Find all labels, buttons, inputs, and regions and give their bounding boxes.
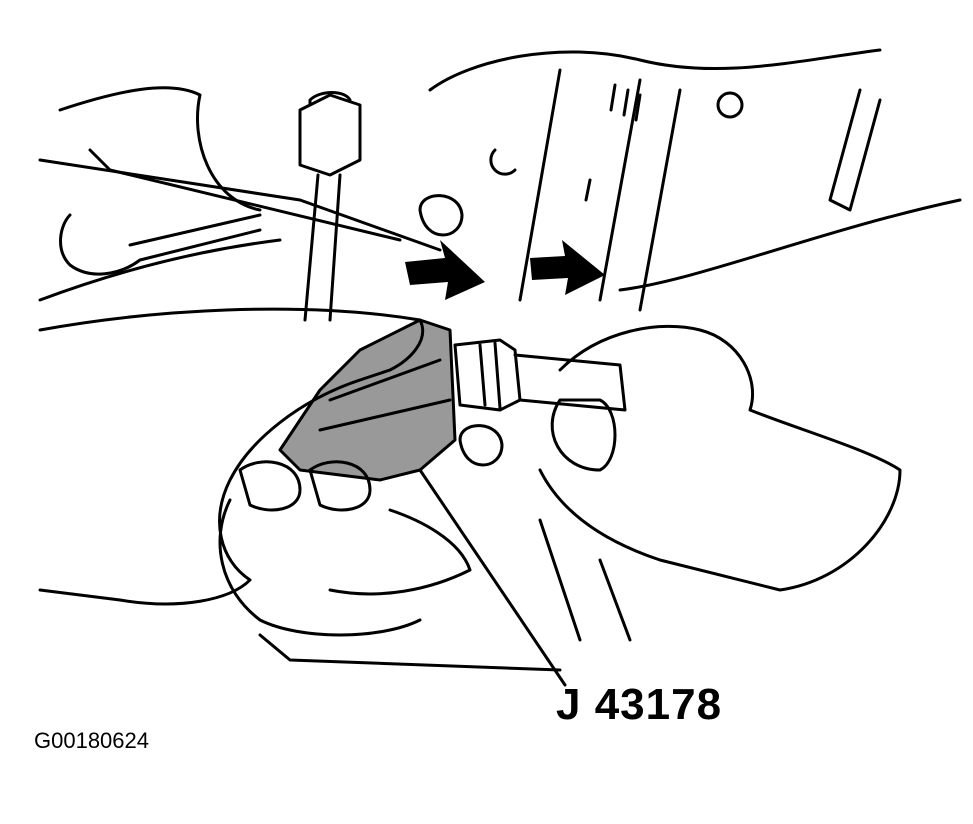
- callout-leader-line: [418, 468, 567, 687]
- quick-connect-fitting: [453, 338, 627, 412]
- tool-callout-label: J 43178: [556, 680, 723, 729]
- fuel-line-fitting: [59, 91, 362, 322]
- disconnect-tool: [278, 318, 457, 482]
- engine-background: [38, 48, 962, 642]
- figure-id-label: G00180624: [34, 728, 149, 753]
- direction-arrows: [405, 240, 605, 300]
- hands: [38, 307, 902, 672]
